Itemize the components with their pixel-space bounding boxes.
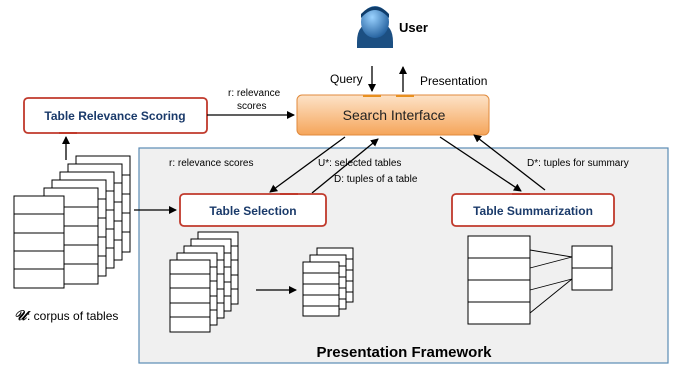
selection-to-search-arrow bbox=[311, 138, 379, 194]
query-label: Query bbox=[330, 72, 363, 86]
table-relevance-scoring-label: Table Relevance Scoring bbox=[44, 109, 185, 123]
relevance-scores-top-line2: scores bbox=[237, 101, 266, 112]
summarization-result-table bbox=[571, 245, 613, 291]
selected-tables-label: U*: selected tables bbox=[318, 158, 401, 169]
search-to-summarization-arrow bbox=[439, 136, 522, 192]
tuples-of-table-label: D: tuples of a table bbox=[334, 174, 418, 185]
search-to-selection-arrow bbox=[269, 136, 346, 193]
search-interface-label: Search Interface bbox=[343, 107, 446, 123]
summarization-source-table bbox=[467, 235, 531, 325]
search-interface-box bbox=[296, 94, 490, 136]
selection-output-stack bbox=[302, 247, 354, 317]
corpus-label: : corpus of tables bbox=[27, 309, 118, 323]
relevance-scores-inner-label: r: relevance scores bbox=[169, 158, 253, 169]
presentation-framework-title: Presentation Framework bbox=[316, 344, 492, 361]
table-selection-label: Table Selection bbox=[209, 204, 296, 218]
table-selection-box bbox=[179, 193, 327, 227]
summarization-to-search-arrow bbox=[473, 134, 546, 191]
table-summarization-box bbox=[451, 193, 615, 227]
presentation-label: Presentation bbox=[420, 74, 487, 88]
tuples-for-summary-label: D*: tuples for summary bbox=[527, 158, 629, 169]
user-label: User bbox=[399, 20, 428, 35]
corpus-table-stack bbox=[13, 155, 131, 289]
relevance-scores-top-line1: r: relevance bbox=[228, 88, 281, 99]
user-silhouette-icon bbox=[357, 6, 393, 48]
table-summarization-label: Table Summarization bbox=[473, 204, 593, 218]
summarization-mapping-lines bbox=[529, 249, 573, 314]
